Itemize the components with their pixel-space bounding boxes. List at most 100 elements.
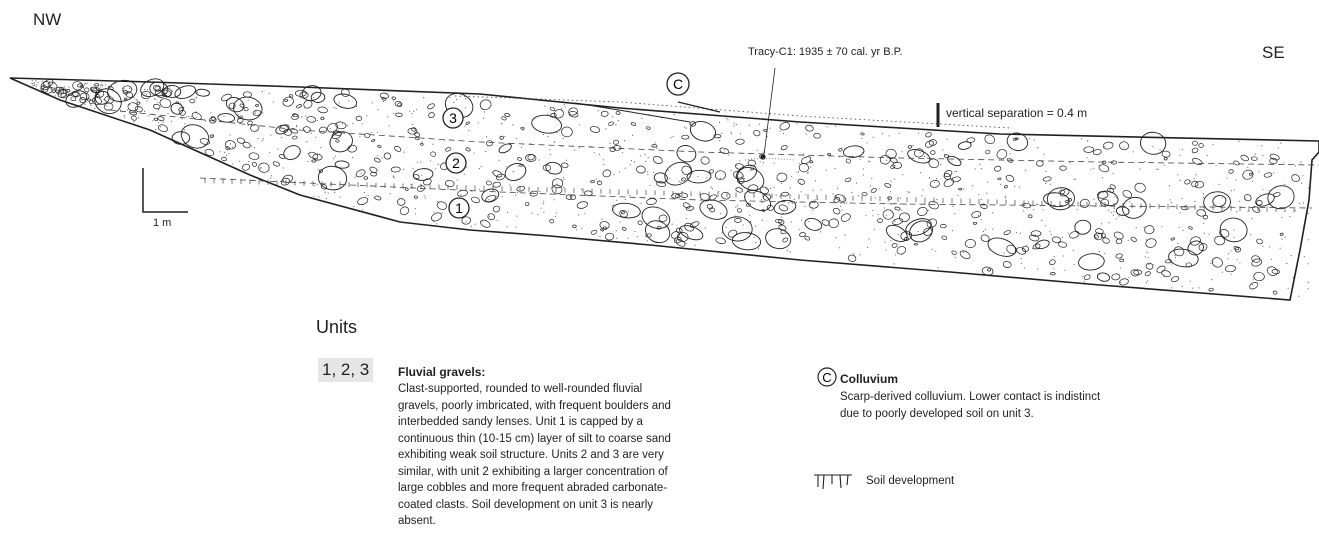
sand-grain: [1284, 184, 1285, 185]
gravel-clast: [637, 220, 643, 225]
gravel-clast: [670, 230, 681, 240]
sand-grain: [195, 98, 196, 99]
sand-grain: [58, 94, 59, 95]
gravel-clast: [138, 76, 167, 100]
sand-grain: [311, 133, 312, 134]
sand-grain: [1252, 279, 1253, 280]
sand-grain: [251, 97, 252, 98]
colluvium-marker: C: [667, 73, 689, 95]
sand-grain: [1028, 201, 1029, 202]
sand-grain: [205, 120, 206, 121]
gravel-clast: [1119, 141, 1129, 150]
sand-grain: [563, 187, 564, 188]
sand-grain: [642, 173, 643, 174]
gravel-clast: [157, 116, 164, 122]
sand-grain: [123, 88, 124, 89]
gravel-clast: [773, 199, 797, 216]
sand-grain: [859, 254, 860, 255]
sand-grain: [64, 97, 65, 98]
gravel-clast: [479, 98, 493, 111]
gravel-clast: [436, 201, 448, 211]
sand-grain: [531, 213, 532, 214]
sand-grain: [325, 192, 326, 193]
sand-grain: [1045, 225, 1046, 226]
gravel-clast: [190, 99, 196, 103]
gravel-clast: [916, 206, 928, 217]
sand-grain: [389, 125, 390, 126]
gravel-clast: [282, 96, 295, 108]
sand-grain: [556, 132, 557, 133]
gravel-clast: [1084, 147, 1094, 153]
sand-grain: [1084, 281, 1085, 282]
sand-grain: [1164, 276, 1165, 277]
gravel-clast: [95, 83, 99, 86]
sand-grain: [330, 128, 331, 129]
sand-grain: [1023, 210, 1024, 211]
sand-grain: [690, 123, 691, 124]
sand-grain: [860, 159, 861, 160]
sand-grain: [1262, 189, 1263, 190]
sand-grain: [846, 203, 847, 204]
sand-grain: [626, 216, 627, 217]
gravel-clast: [1139, 131, 1167, 156]
legend-colluvium-symbol: C: [818, 368, 836, 386]
sand-grain: [894, 179, 895, 180]
sand-grain: [781, 216, 782, 217]
gravel-clast: [249, 152, 260, 160]
nw-label: NW: [33, 10, 61, 30]
sand-grain: [1073, 264, 1074, 265]
sand-grain: [248, 125, 249, 126]
gravel-clast: [1264, 172, 1273, 178]
sand-grain: [379, 145, 380, 146]
sand-grain: [1303, 202, 1304, 203]
gravel-clast: [465, 147, 470, 152]
sand-grain: [1278, 148, 1279, 149]
gravel-clast: [986, 150, 991, 154]
sand-grain: [936, 178, 937, 179]
sand-grain: [348, 100, 349, 101]
gravel-clast: [1078, 252, 1105, 271]
sand-grain: [212, 136, 213, 137]
sand-grain: [730, 132, 731, 133]
sand-grain: [776, 194, 777, 195]
sand-grain: [942, 149, 943, 150]
gravel-clast: [371, 139, 375, 142]
sand-grain: [277, 149, 278, 150]
gravel-clast: [965, 239, 975, 247]
sand-grain: [1024, 267, 1025, 268]
gravel-clast: [721, 192, 730, 200]
sand-grain: [887, 203, 888, 204]
sand-grain: [501, 123, 502, 124]
gravel-clast: [799, 232, 806, 237]
sand-grain: [383, 101, 384, 102]
sand-grain: [605, 128, 606, 129]
sand-grain: [721, 133, 722, 134]
gravel-clast: [1094, 234, 1099, 238]
sand-grain: [801, 191, 802, 192]
sand-grain: [115, 83, 116, 84]
sand-grain: [711, 187, 712, 188]
sand-grain: [885, 249, 886, 250]
sand-grain: [404, 152, 405, 153]
sand-grain: [564, 104, 565, 105]
gravel-clast: [237, 137, 245, 144]
gravel-clast: [862, 192, 867, 195]
sand-grain: [339, 160, 340, 161]
gravel-clast: [479, 219, 491, 229]
gravel-clast: [1079, 198, 1091, 209]
gravel-clast: [561, 126, 573, 137]
sand-grain: [172, 91, 173, 92]
sand-grain: [1021, 258, 1022, 259]
sand-grain: [318, 169, 319, 170]
gravel-clast: [832, 207, 841, 215]
sand-grain: [734, 217, 735, 218]
sand-grain: [549, 149, 550, 150]
sand-grain: [179, 88, 180, 89]
sand-grain: [1160, 149, 1161, 150]
gravel-clast: [525, 202, 530, 207]
sand-grain: [656, 148, 657, 149]
sand-grain: [929, 177, 930, 178]
sand-grain: [382, 157, 383, 158]
gravel-clast: [1254, 272, 1265, 281]
sand-grain: [867, 142, 868, 143]
